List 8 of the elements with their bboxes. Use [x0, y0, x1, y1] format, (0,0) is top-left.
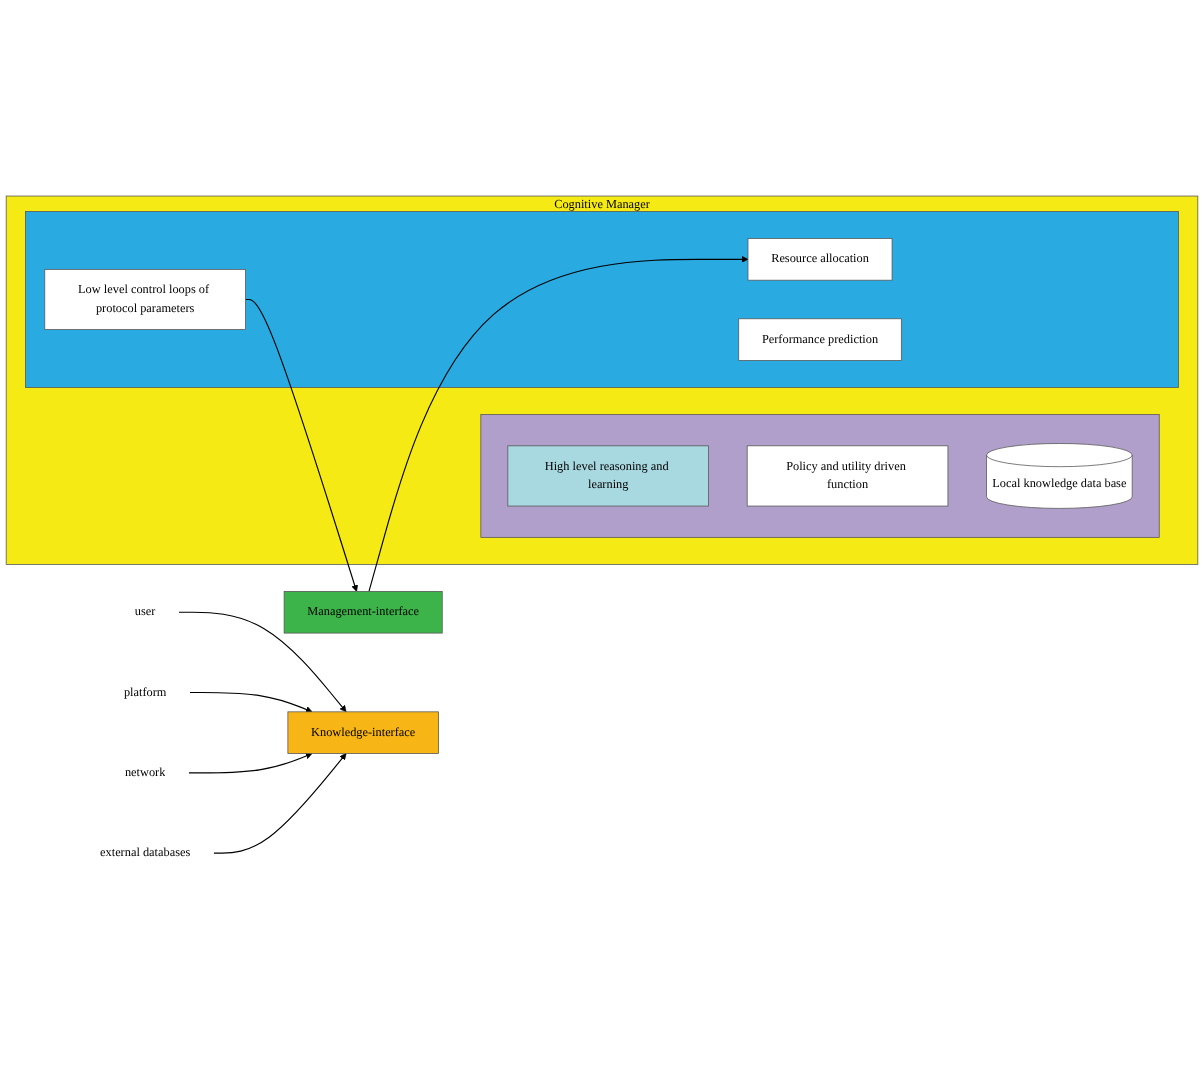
arrow	[178, 611, 347, 713]
arrow	[212, 753, 347, 854]
cluster	[480, 414, 1160, 538]
cluster	[25, 211, 1179, 388]
arrow	[368, 255, 749, 592]
arrow	[189, 691, 313, 713]
arrow	[244, 298, 358, 592]
arrow	[187, 752, 313, 774]
